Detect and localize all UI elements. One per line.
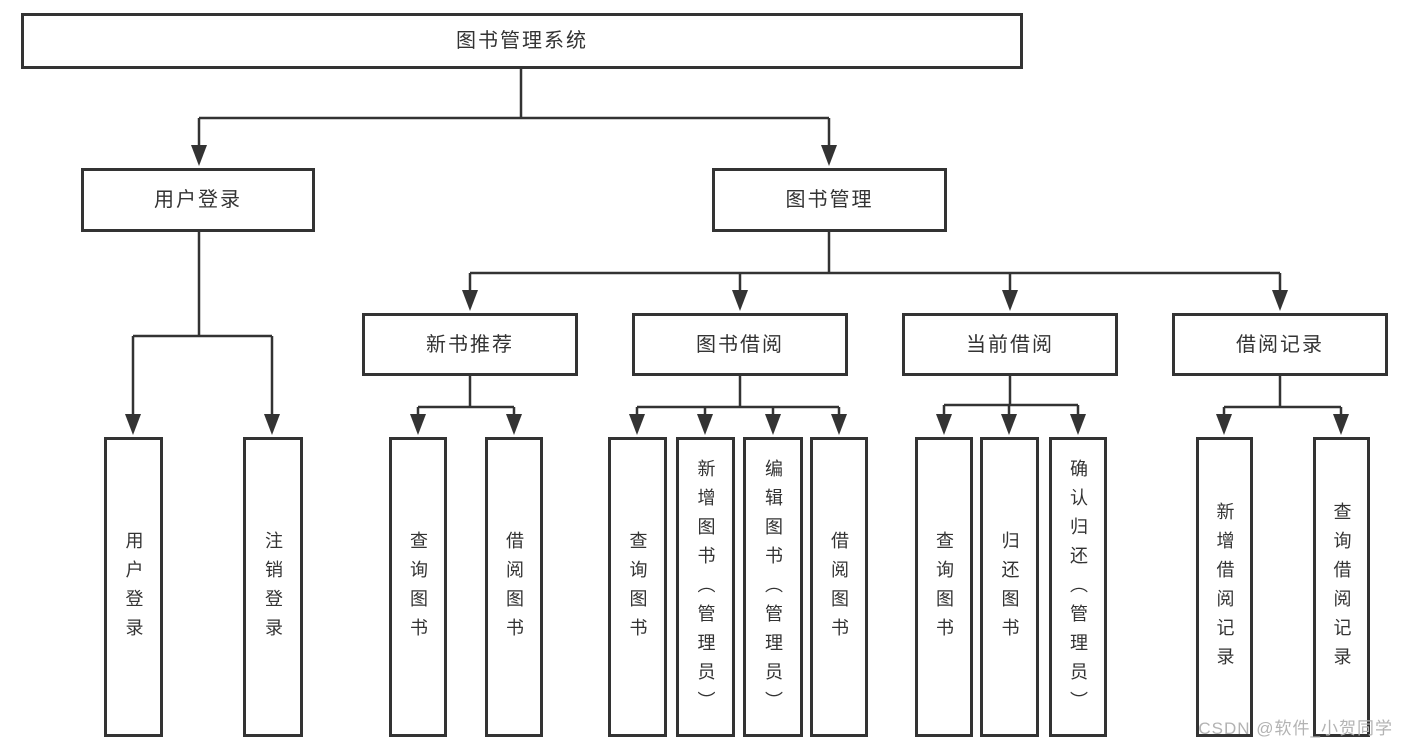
arrowhead-icons [125,145,1349,435]
leaf-user-login: 用户登录 [104,437,163,737]
leaf-confirm-return-admin: 确认归还（管理员） [1049,437,1107,737]
node-book-borrowing: 图书借阅 [632,313,848,376]
node-new-book-recommend: 新书推荐 [362,313,578,376]
leaf-borrow-books-recommend: 借阅图书 [485,437,543,737]
leaf-add-borrow-record: 新增借阅记录 [1196,437,1253,737]
leaf-query-borrow-record: 查询借阅记录 [1313,437,1370,737]
node-book-management: 图书管理 [712,168,947,232]
leaf-borrow-books: 借阅图书 [810,437,868,737]
leaf-query-books-borrow: 查询图书 [608,437,667,737]
leaf-query-books-current: 查询图书 [915,437,973,737]
node-borrowing-records: 借阅记录 [1172,313,1388,376]
node-root-title: 图书管理系统 [21,13,1023,69]
leaf-add-books-admin: 新增图书（管理员） [676,437,735,737]
leaf-return-books: 归还图书 [980,437,1039,737]
leaf-logout: 注销登录 [243,437,303,737]
watermark: CSDN @软件_小贺同学 [1198,719,1393,738]
node-current-borrowing: 当前借阅 [902,313,1118,376]
node-user-login: 用户登录 [81,168,315,232]
leaf-query-books-recommend: 查询图书 [389,437,447,737]
leaf-edit-books-admin: 编辑图书（管理员） [743,437,803,737]
